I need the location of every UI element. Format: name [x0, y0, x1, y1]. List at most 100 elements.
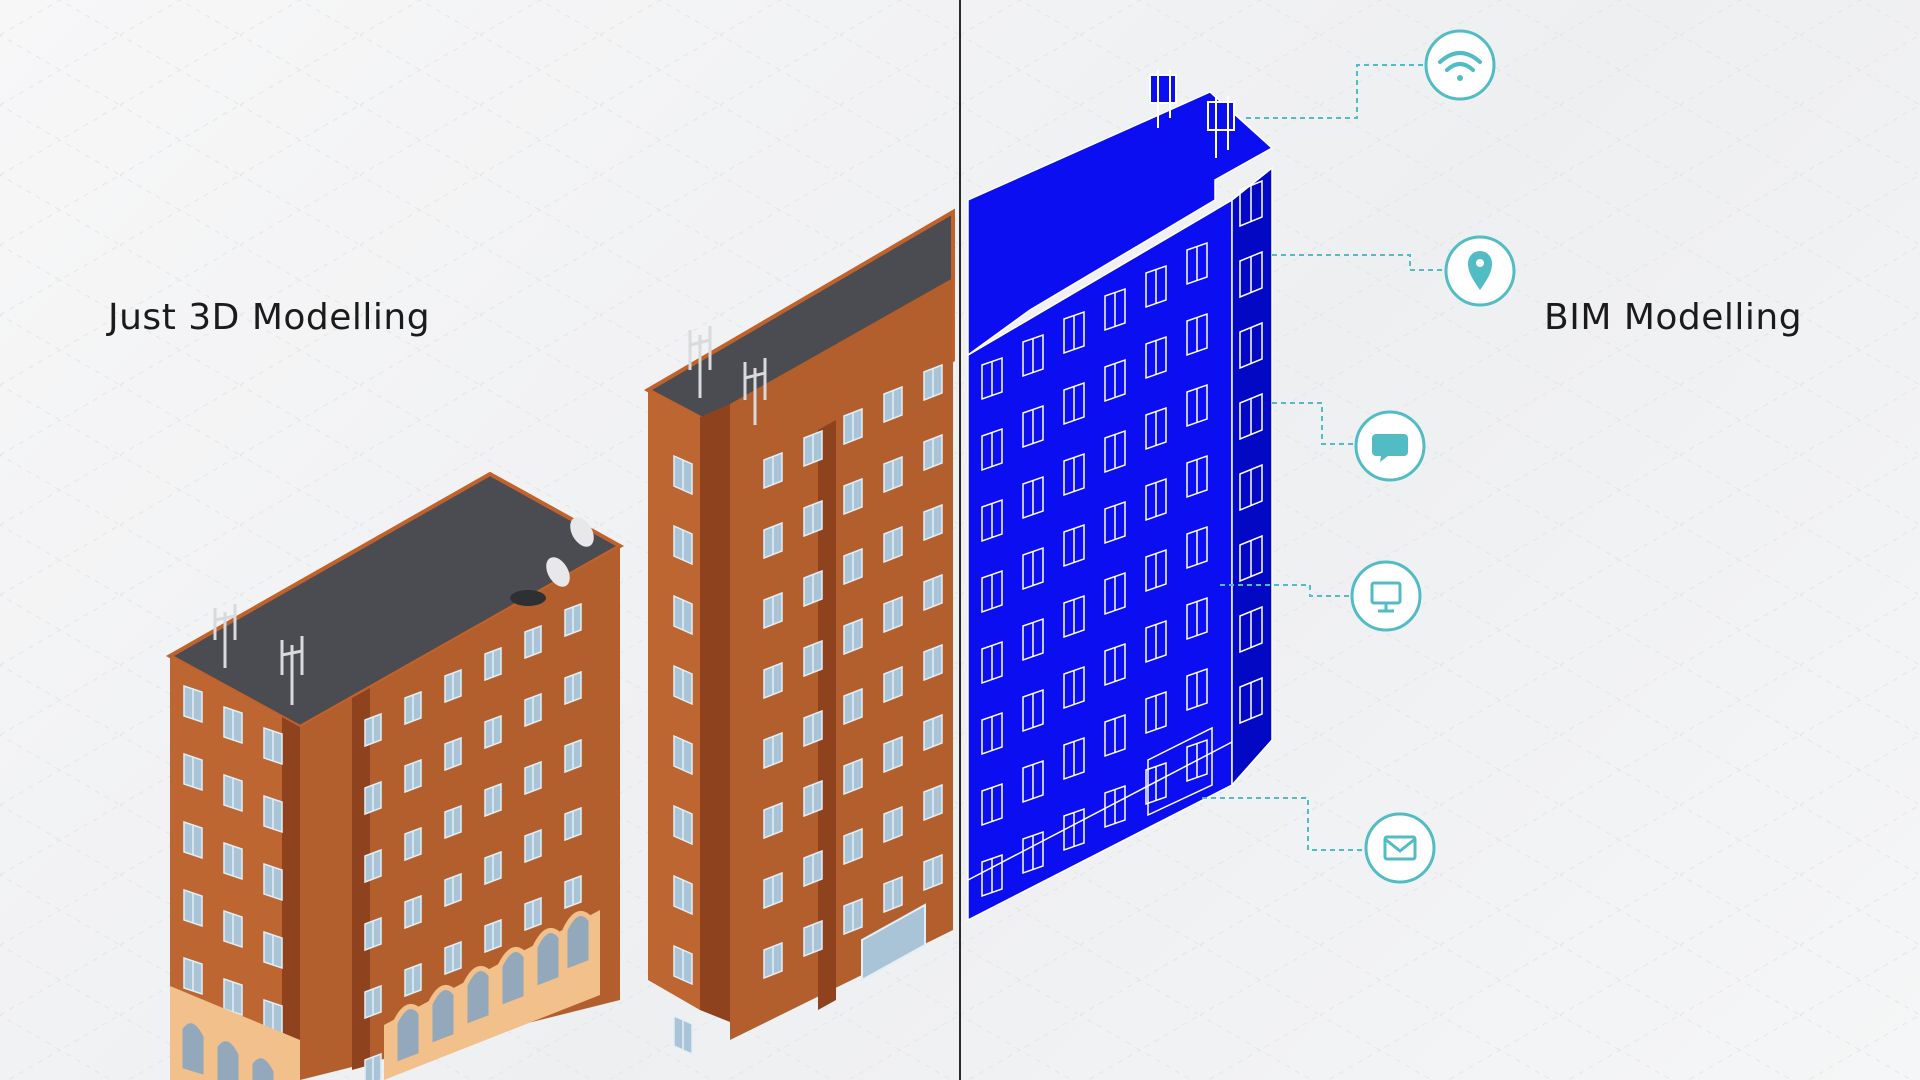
bim-window: [1186, 525, 1208, 570]
pilaster: [282, 717, 300, 1080]
bim-window: [1145, 690, 1167, 735]
monitor-callout: [1350, 560, 1422, 632]
bim-parapet-line: [967, 209, 1216, 356]
bim-window: [1022, 617, 1044, 662]
bim-window: [1104, 429, 1126, 474]
mail-callout: [1364, 812, 1436, 884]
bim-window: [1063, 452, 1085, 497]
bim-window: [1239, 605, 1263, 654]
bim-shop-frame: [1147, 726, 1213, 817]
bim-base-line: [967, 741, 1233, 881]
bim-window: [1145, 264, 1167, 309]
bim-window: [1145, 477, 1167, 522]
wifi-icon: [1438, 51, 1482, 81]
bim-window: [981, 711, 1003, 756]
bim-window: [1186, 667, 1208, 712]
bim-window: [1104, 287, 1126, 332]
bim-window: [1145, 761, 1167, 806]
bim-window: [1022, 333, 1044, 378]
bim-window: [1145, 335, 1167, 380]
arch: [562, 910, 594, 976]
bim-window: [981, 498, 1003, 543]
bim-window: [1145, 548, 1167, 593]
wifi-callout: [1424, 29, 1496, 101]
arch: [462, 965, 494, 1031]
bim-window: [981, 853, 1003, 898]
rooftop-antenna: [688, 326, 767, 425]
bim-window: [1239, 392, 1263, 441]
bim-window: [1022, 404, 1044, 449]
bim-window: [1186, 312, 1208, 357]
bim-window: [981, 356, 1003, 401]
front-windows: [673, 454, 693, 1056]
location-callout: [1444, 235, 1516, 307]
bim-window: [1239, 676, 1263, 725]
roof-shadow: [510, 590, 546, 606]
bim-window: [1239, 321, 1263, 370]
corner-column: [352, 688, 370, 1070]
bim-window: [1063, 736, 1085, 781]
chat-bubble-icon: [1372, 434, 1408, 462]
bim-front-windows: [981, 241, 1208, 898]
bim-window: [1022, 759, 1044, 804]
rooftop-antenna: [213, 604, 304, 705]
bim-window: [1239, 250, 1263, 299]
bim-window: [1239, 179, 1263, 228]
bim-window: [1186, 241, 1208, 286]
bim-window: [1063, 807, 1085, 852]
bim-window: [1063, 381, 1085, 426]
arch: [177, 1018, 209, 1080]
bim-window: [1186, 454, 1208, 499]
ground-floor-arches: [170, 910, 600, 1080]
arch: [427, 984, 459, 1050]
bim-window: [1022, 475, 1044, 520]
bim-window: [1063, 594, 1085, 639]
bim-window: [1239, 463, 1263, 512]
bim-window: [1104, 713, 1126, 758]
bim-window: [1186, 596, 1208, 641]
bim-window: [1063, 665, 1085, 710]
arch: [247, 1053, 279, 1080]
arch: [532, 927, 564, 993]
shop-window: [861, 903, 926, 982]
bim-window: [1104, 358, 1126, 403]
bim-window: [1104, 784, 1126, 829]
satellite-dish: [570, 517, 594, 547]
monitor-icon: [1370, 581, 1402, 613]
bim-window: [981, 569, 1003, 614]
bim-window: [1186, 383, 1208, 428]
side-windows: [763, 363, 943, 980]
bim-window: [1063, 523, 1085, 568]
arch: [392, 1003, 424, 1069]
bim-window: [1104, 571, 1126, 616]
bim-building: [967, 70, 1274, 922]
callout-connectors: [1202, 64, 1446, 851]
bim-window: [1022, 830, 1044, 875]
chat-callout: [1354, 410, 1426, 482]
bim-window: [1063, 310, 1085, 355]
bim-window: [981, 782, 1003, 827]
left-building-small: [165, 471, 625, 1080]
bim-window: [1022, 688, 1044, 733]
bim-window: [1022, 546, 1044, 591]
arch: [212, 1036, 244, 1080]
envelope-icon: [1383, 835, 1417, 861]
location-pin-icon: [1468, 251, 1492, 290]
bim-window: [1104, 642, 1126, 687]
bim-window: [1104, 500, 1126, 545]
bim-window: [981, 427, 1003, 472]
bim-window: [1186, 738, 1208, 783]
arch: [497, 946, 529, 1012]
left-building-tall: [643, 208, 955, 1056]
right-heading: BIM Modelling: [1544, 297, 1803, 338]
satellite-dish: [546, 557, 570, 587]
bim-window: [981, 640, 1003, 685]
bim-window: [1145, 406, 1167, 451]
left-heading: Just 3D Modelling: [108, 297, 431, 338]
inner-face: [700, 404, 730, 1022]
bim-rooftop-antenna: [1149, 70, 1235, 158]
bim-window: [1239, 534, 1263, 583]
bim-side-face: [1231, 166, 1273, 787]
bim-window: [1145, 619, 1167, 664]
